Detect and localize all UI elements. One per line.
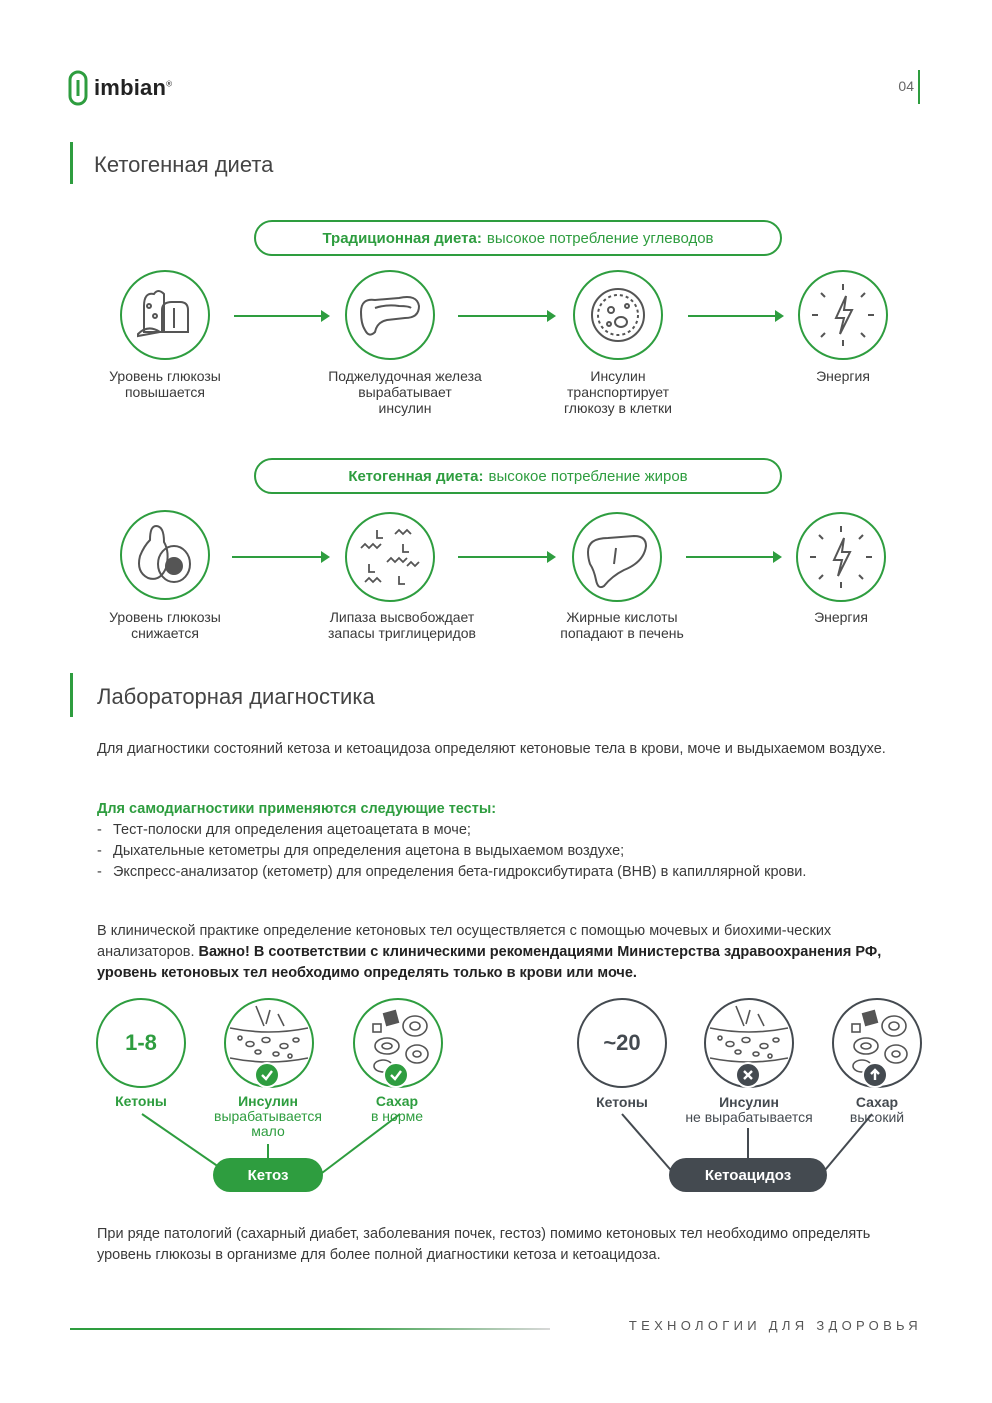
step-caption: Жирные кислоты попадают в печень bbox=[560, 609, 684, 641]
section-title-ketogenic-diet: Кетогенная диета bbox=[94, 152, 274, 177]
lightning-icon bbox=[810, 526, 872, 588]
outro-paragraph: При ряде патологий (сахарный диабет, заб… bbox=[97, 1226, 871, 1263]
avocado-icon bbox=[138, 524, 191, 583]
check-icon bbox=[254, 1062, 280, 1088]
bread-circle bbox=[120, 270, 210, 360]
step-caption: Инсулин транспортирует глюкозу в клетки bbox=[564, 368, 672, 416]
ketosis-result-badge: Кетоз bbox=[213, 1158, 323, 1192]
intro-paragraph: Для диагностики состояний кетоза и кетоа… bbox=[97, 741, 886, 757]
ketones-value-circle: ~20 bbox=[577, 998, 667, 1088]
footer-divider bbox=[70, 1328, 550, 1330]
tissue-icon bbox=[229, 1005, 309, 1063]
arrow-up-icon bbox=[862, 1062, 888, 1088]
flow-arrow bbox=[458, 310, 556, 322]
self-diagnostics-title: Для самодиагностики применяются следующи… bbox=[97, 801, 497, 817]
energy-circle bbox=[796, 512, 886, 602]
logo-text: imbian® bbox=[94, 75, 173, 100]
logo: imbian® bbox=[68, 70, 172, 106]
liver-icon bbox=[586, 534, 648, 589]
self-diagnostics-block: Для самодиагностики применяются следующи… bbox=[97, 799, 912, 883]
sugar-label: Сахар высокий bbox=[849, 1094, 905, 1125]
step-caption: Уровень глюкозы снижается bbox=[109, 609, 221, 641]
avocado-circle bbox=[120, 510, 210, 600]
tissue-icon bbox=[709, 1005, 789, 1063]
list-item: -Экспресс-анализатор (кетометр) для опре… bbox=[97, 864, 807, 880]
ketoacidosis-result-badge: Кетоацидоз bbox=[669, 1158, 827, 1192]
flow-arrow bbox=[232, 551, 330, 563]
insulin-label: Инсулин не вырабатывается bbox=[685, 1094, 813, 1125]
step-caption: Поджелудочная железа вырабатывает инсули… bbox=[328, 368, 482, 416]
clinical-paragraph: В клинической практике определение кетон… bbox=[97, 923, 882, 981]
check-icon bbox=[383, 1062, 409, 1088]
section-accent-bar bbox=[70, 673, 73, 717]
sugar-blood-icon bbox=[372, 1009, 429, 1073]
list-item: -Дыхательные кетометры для определения а… bbox=[97, 843, 625, 859]
pancreas-icon bbox=[359, 296, 421, 336]
step-caption: Энергия bbox=[816, 368, 870, 384]
list-item: -Тест-полоски для определения ацетоацета… bbox=[97, 822, 471, 838]
page-number: 04 bbox=[898, 78, 914, 94]
ketones-value-circle: 1-8 bbox=[96, 998, 186, 1088]
section-accent-bar bbox=[70, 142, 73, 184]
sugar-label: Сахар в норме bbox=[370, 1093, 424, 1124]
imbian-logo-icon bbox=[68, 70, 88, 106]
liver-circle bbox=[572, 512, 662, 602]
flow-arrow bbox=[688, 310, 784, 322]
ketones-label: Кетоны bbox=[115, 1093, 167, 1109]
pancreas-circle bbox=[345, 270, 435, 360]
flow-arrow bbox=[686, 551, 782, 563]
step-caption: Липаза высвобождает запасы триглицеридов bbox=[328, 609, 476, 641]
section-title-lab-diagnostics: Лабораторная диагностика bbox=[97, 684, 375, 709]
step-caption: Уровень глюкозы повышается bbox=[109, 368, 221, 400]
lipids-icon bbox=[360, 528, 420, 585]
ketogenic-diet-pill: Кетогенная диета:высокое потребление жир… bbox=[254, 458, 782, 494]
cross-icon bbox=[735, 1062, 761, 1088]
sugar-blood-icon bbox=[851, 1009, 908, 1073]
flow-arrow bbox=[458, 551, 556, 563]
insulin-label: Инсулин вырабатывается мало bbox=[214, 1093, 322, 1139]
page-number-accent bbox=[918, 70, 920, 104]
bread-icon bbox=[137, 290, 189, 338]
traditional-diet-pill: Традиционная диета:высокое потребление у… bbox=[254, 220, 782, 256]
ketones-label: Кетоны bbox=[596, 1094, 648, 1110]
step-caption: Энергия bbox=[814, 609, 868, 625]
cell-circle bbox=[573, 270, 663, 360]
energy-circle bbox=[798, 270, 888, 360]
cell-icon bbox=[591, 288, 645, 342]
lightning-icon bbox=[812, 284, 874, 346]
flow-arrow bbox=[234, 310, 330, 322]
lipids-circle bbox=[345, 512, 435, 602]
footer-tagline: ТЕХНОЛОГИИ ДЛЯ ЗДОРОВЬЯ bbox=[628, 1318, 922, 1333]
